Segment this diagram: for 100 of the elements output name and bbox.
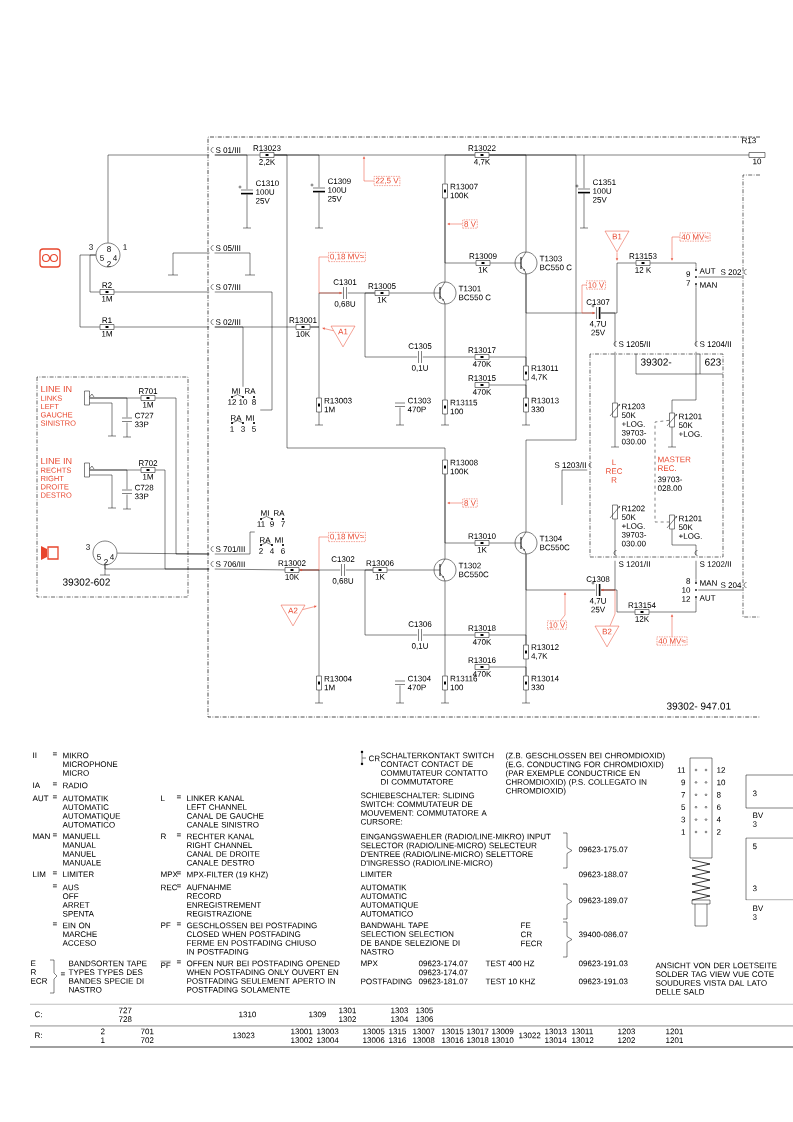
node-label: 100K [450,192,469,199]
legend-text: BANDSORTEN TAPE TYPES TYPES DES BANDES SPECIE DI NASTRO [68,960,147,993]
wire [318,256,342,294]
node-label: R1201 [679,515,702,522]
pin-number: 2 [716,829,721,835]
node-label: R13009 [469,253,497,259]
table-cell: 727 728 [118,1007,132,1023]
node-label: 100U [593,188,612,194]
wire [489,384,527,398]
node-label: MAN [700,580,717,586]
node-label: R13022 [468,145,496,151]
equals-sign: = [52,884,57,888]
table-cell: 13015 13016 [442,1028,464,1044]
test-point-triangle: B2 [594,625,620,648]
node-label: 11 [257,521,265,527]
legend-text: SCHALTERKONTAKT SWITCH CONTACT CONTACT DE COMMUTATEUR CONTATTO DI COMMUTATORE [380,752,494,785]
table-cell: 1301 1302 [339,1007,356,1023]
legend-text: RADIO [63,782,88,789]
wire [489,666,527,676]
node-label: 470K [472,361,492,367]
equals-sign: = [52,871,57,875]
node-label: 1 [123,244,127,250]
part-number: 09623-174.07 [418,969,468,976]
node-label: 1M [102,331,112,337]
equals-sign: = [52,782,57,786]
wire [601,589,616,627]
node-label: 25V [592,196,607,203]
node-label: 12 [228,399,237,405]
table-cell: 1310 [239,1011,257,1018]
transistor: T1304 BC550C [514,531,570,555]
legend-text: AUFNAHME RECORD ENREGISTREMENT REGISTRAZIONE [186,884,262,917]
connector-pin: S 1205/II [613,341,650,347]
slide-switch: MI RA 11 9 7 RA MI 2 4 6 [257,510,285,554]
node-label: 470K [472,639,492,645]
legend-text: MIKRO MICROPHONE MICRO [63,752,118,776]
resistor: R13016 470K [468,657,496,677]
wire [389,292,434,294]
node-label: AUT [699,268,716,274]
pin-number: 3 [752,885,757,892]
node-label: BC550C [459,571,489,578]
wire [614,519,616,556]
table-cell: 701 702 [140,1028,154,1044]
node-label: 50K +LOG. [621,412,645,427]
pin-number: 1 [681,829,686,835]
node-label: 4 [269,548,274,554]
part-number: 39703- 028.00 [657,476,683,491]
node-label: R13013 [531,397,559,404]
wire [299,536,329,571]
capacitor: C1303 470P [394,397,431,426]
legend-text: GESCHLOSSEN BEI POSTFADING CLOSED WHEN POSTFADING FERME EN POSTFADING CHIUSO IN POSTFADING [186,922,317,955]
node-label: 100U [256,189,275,195]
connector-pin: S 1203/II [554,462,592,468]
connector-pin: S 204 [720,582,747,588]
test-point-triangle: B1 [604,230,630,253]
resistor: R13022 4,7K [468,145,496,166]
module-number: 39302- [640,358,672,366]
wire [698,276,743,278]
wire [698,589,743,591]
pin-number: 9 [681,779,686,786]
node-label: 4,7U [589,598,606,605]
transistor: T1302 BC550C [433,558,489,582]
node-label: 1M [143,474,153,480]
leader-line [447,223,463,225]
pin-number: 8 [716,792,721,798]
table-cell: 13011 13012 [572,1028,594,1044]
node-label: 1 [230,426,234,432]
node-label: 2 [259,548,263,554]
part-label: R13 [742,137,756,144]
node-label: 9 [686,271,691,277]
table-cell: 1305 1306 [416,1007,433,1023]
node-label: C1308 [586,576,610,582]
table-cell: 13009 13010 [492,1028,514,1044]
equals-sign: = [176,960,181,964]
capacitor: C1306 0,1U [408,621,432,650]
node-label: R13002 [278,560,306,566]
equals-sign: = [52,795,57,799]
wire [581,284,595,314]
node-label: R13014 [531,675,559,682]
node-label: R13011 [531,365,559,371]
node-label: R2 [102,282,112,288]
wire [107,154,210,243]
node-label: T1301 [458,285,481,292]
part-number: 39400-086.07 [578,931,628,938]
voltage-tag: 8 V [462,219,478,229]
connector-pin: S 07/III [210,284,241,290]
node-label: R13001 [289,317,317,323]
node-label: R13153 [629,253,657,259]
node-label: 39703- 030.00 [621,531,647,547]
equals-sign: = [176,871,181,875]
resistor: R13115 100 [440,399,478,426]
node-label: MAN [700,282,717,288]
voltage-tag: 8 V [462,498,478,508]
legend-text: EIN ON MARCHE ACCESO [62,922,97,946]
capacitor: C727 33P [121,412,154,438]
node-label: R1203 [622,403,645,410]
pin-number: 7 [681,792,686,798]
capacitor: C1351 100U 25V [575,179,616,229]
node-label: 470K [472,389,492,395]
resistor: R13154 12K [628,602,656,622]
node-label: 1M [143,402,153,408]
